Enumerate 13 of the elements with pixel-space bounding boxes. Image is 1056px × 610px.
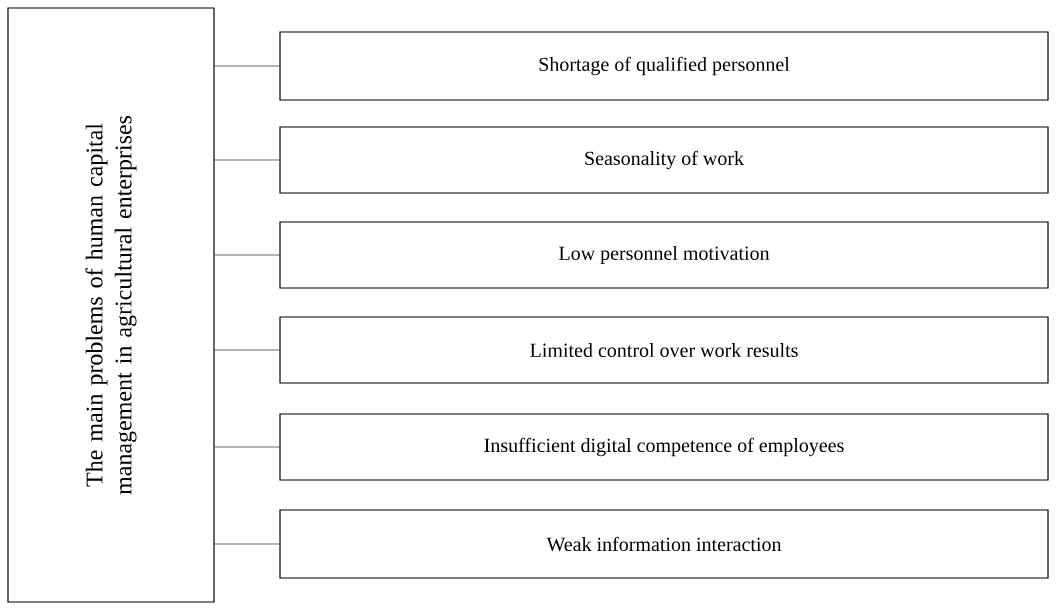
connector-line	[214, 159, 280, 161]
connector-line	[214, 349, 280, 351]
problem-box: Insufficient digital competence of employees	[279, 413, 1049, 481]
problem-box: Shortage of qualified personnel	[279, 31, 1049, 101]
connector-line	[214, 254, 280, 256]
problem-box: Weak information interaction	[279, 509, 1049, 579]
category-box: The main problems of human capital management in agricultural enterprises	[7, 7, 215, 603]
connector-line	[214, 446, 280, 448]
connector-line	[214, 543, 280, 545]
problem-box: Seasonality of work	[279, 126, 1049, 194]
connector-line	[214, 65, 280, 67]
problem-box: Low personnel motivation	[279, 221, 1049, 289]
problem-box: Limited control over work results	[279, 316, 1049, 384]
